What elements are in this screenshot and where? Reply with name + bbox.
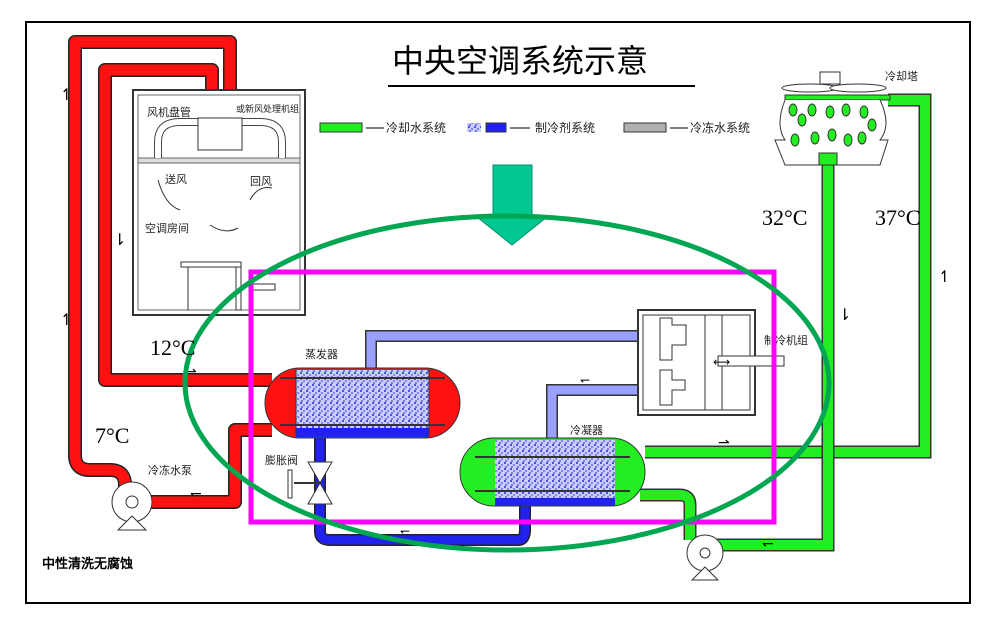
flow-arrow-left-icon: ↽ [580, 373, 590, 387]
chilled-water-pump-label: 冷冻水泵 [148, 463, 192, 477]
footer-caption: 中性清洗无腐蚀 [42, 556, 133, 572]
supply-air-label: 送风 [165, 172, 187, 186]
cooling-tower [774, 71, 891, 166]
cooling-supply-temp: 32°C [762, 205, 807, 230]
cooling-water-loop [640, 93, 932, 552]
legend-label-cooling: 冷却水系统 [386, 121, 446, 135]
legend-swatch-cooling [319, 122, 363, 133]
chilled-supply-temp: 7°C [95, 423, 129, 448]
legend-swatch-chilled [623, 122, 667, 133]
chilled-return-temp: 12°C [150, 335, 195, 360]
diagram-title: 中央空调系统示意 [392, 42, 648, 80]
ac-room [132, 89, 306, 316]
legend-label-chilled: 冷冻水系统 [690, 120, 750, 135]
refrigerant-liquid-pipe [314, 437, 531, 546]
highlight-ellipse [182, 213, 832, 553]
flow-arrow-up-icon: ↿ [938, 267, 951, 286]
flow-arrow-left-icon: ↽ [190, 486, 202, 502]
flow-arrow-up-icon: ↿ [60, 85, 73, 104]
flow-arrow-left-icon: ↽ [400, 524, 410, 538]
condenser [459, 437, 646, 507]
flow-arrow-up-icon: ↿ [60, 310, 73, 329]
evaporator-label: 蒸发器 [305, 347, 338, 361]
chiller-label: 制冷机组 [764, 333, 808, 347]
evaporator [264, 367, 461, 439]
flow-arrow-down-icon: ⇂ [838, 305, 851, 324]
cooling-return-temp: 37°C [875, 205, 920, 230]
legend-label-refrigerant: 制冷剂系统 [535, 120, 595, 135]
flow-arrow-right-icon: ⇀ [718, 435, 730, 451]
chiller-compressor: ⟷ [637, 309, 785, 416]
condenser-label: 冷凝器 [570, 423, 603, 437]
outer-border [25, 21, 971, 604]
expansion-valve-label: 膨胀阀 [265, 453, 298, 467]
legend-swatch-refrigerant [485, 122, 507, 133]
flow-arrow-left-icon: ↽ [762, 536, 774, 552]
fan-coil-label: 风机盘管 [147, 105, 191, 119]
legend: 冷却水系统 制冷剂系统 冷冻水系统 [319, 120, 750, 135]
legend-swatch-refrigerant-gas [467, 123, 481, 132]
cooling-water-pump [686, 534, 724, 581]
highlight-rectangle [248, 269, 777, 525]
fresh-air-unit-label: 或新风处理机组 [236, 103, 299, 115]
refrigerant-vapor-pipes [365, 330, 642, 445]
expansion-valve [287, 461, 333, 505]
room-label: 空调房间 [145, 221, 189, 235]
chilled-water-pump [111, 481, 153, 531]
svg-text:⟷: ⟷ [713, 355, 730, 369]
arrow-down-icon [475, 164, 549, 246]
return-air-label: 回风 [250, 175, 272, 188]
flow-arrow-down-icon: ⇂ [113, 230, 126, 249]
cooling-tower-label: 冷却塔 [885, 70, 918, 83]
